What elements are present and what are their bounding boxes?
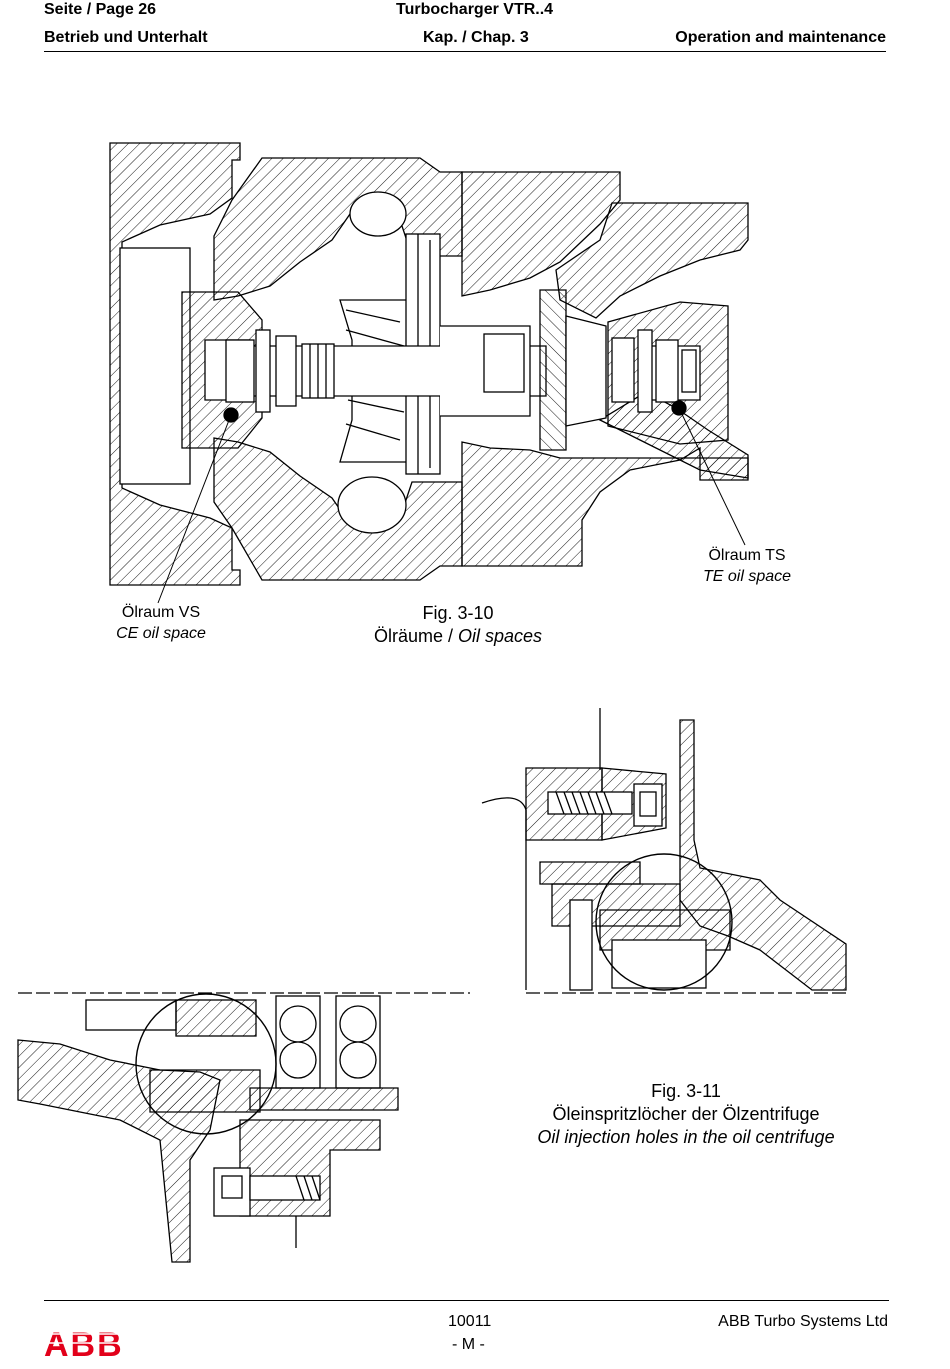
section-title-de: Betrieb und Unterhalt [44,29,208,46]
header-rule [44,51,886,52]
figure-3-11-title-en: Oil injection holes in the oil centrifug… [537,1127,835,1147]
svg-text:ABB: ABB [44,1326,124,1364]
callout-ce-oil-space: Ölraum VS CE oil space [102,602,220,644]
figure-3-10-title-de: Ölräume / [373,626,458,646]
figure-3-10-caption: Fig. 3-10 Ölräume / Oil spaces [330,602,586,648]
product-title: Turbocharger VTR..4 [396,1,554,18]
company-name: ABB Turbo Systems Ltd [718,1313,888,1330]
footer-rule [44,1300,889,1301]
figure-3-11-title-de: Öleinspritzlöcher der Ölzentrifuge [552,1104,820,1124]
figure-3-11-caption: Fig. 3-11 Öleinspritzlöcher der Ölzentri… [500,1080,872,1149]
chapter-label: Kap. / Chap. 3 [423,29,529,46]
page-number: Seite / Page 26 [44,1,157,18]
figure-3-10-number: Fig. 3-10 [422,603,494,623]
callout-vs-en: CE oil space [116,625,206,642]
callout-ts-en: TE oil space [702,568,792,585]
oil-centrifuge-detail-bottom [17,992,470,1263]
oil-centrifuge-detail-top [481,708,850,994]
callout-ts-de: Ölraum TS [708,547,786,564]
callout-vs-de: Ölraum VS [121,604,201,621]
abb-logo: ABB [44,1326,124,1364]
section-title-en: Operation and maintenance [675,29,886,46]
document-number: 10011 [448,1313,492,1330]
figure-3-11-number: Fig. 3-11 [651,1081,721,1101]
revision-label: - M - [452,1336,485,1353]
oil-spaces-cross-section [109,142,749,604]
callout-te-oil-space: Ölraum TS TE oil space [690,545,804,587]
figure-3-10-title-en: Oil spaces [457,626,543,646]
